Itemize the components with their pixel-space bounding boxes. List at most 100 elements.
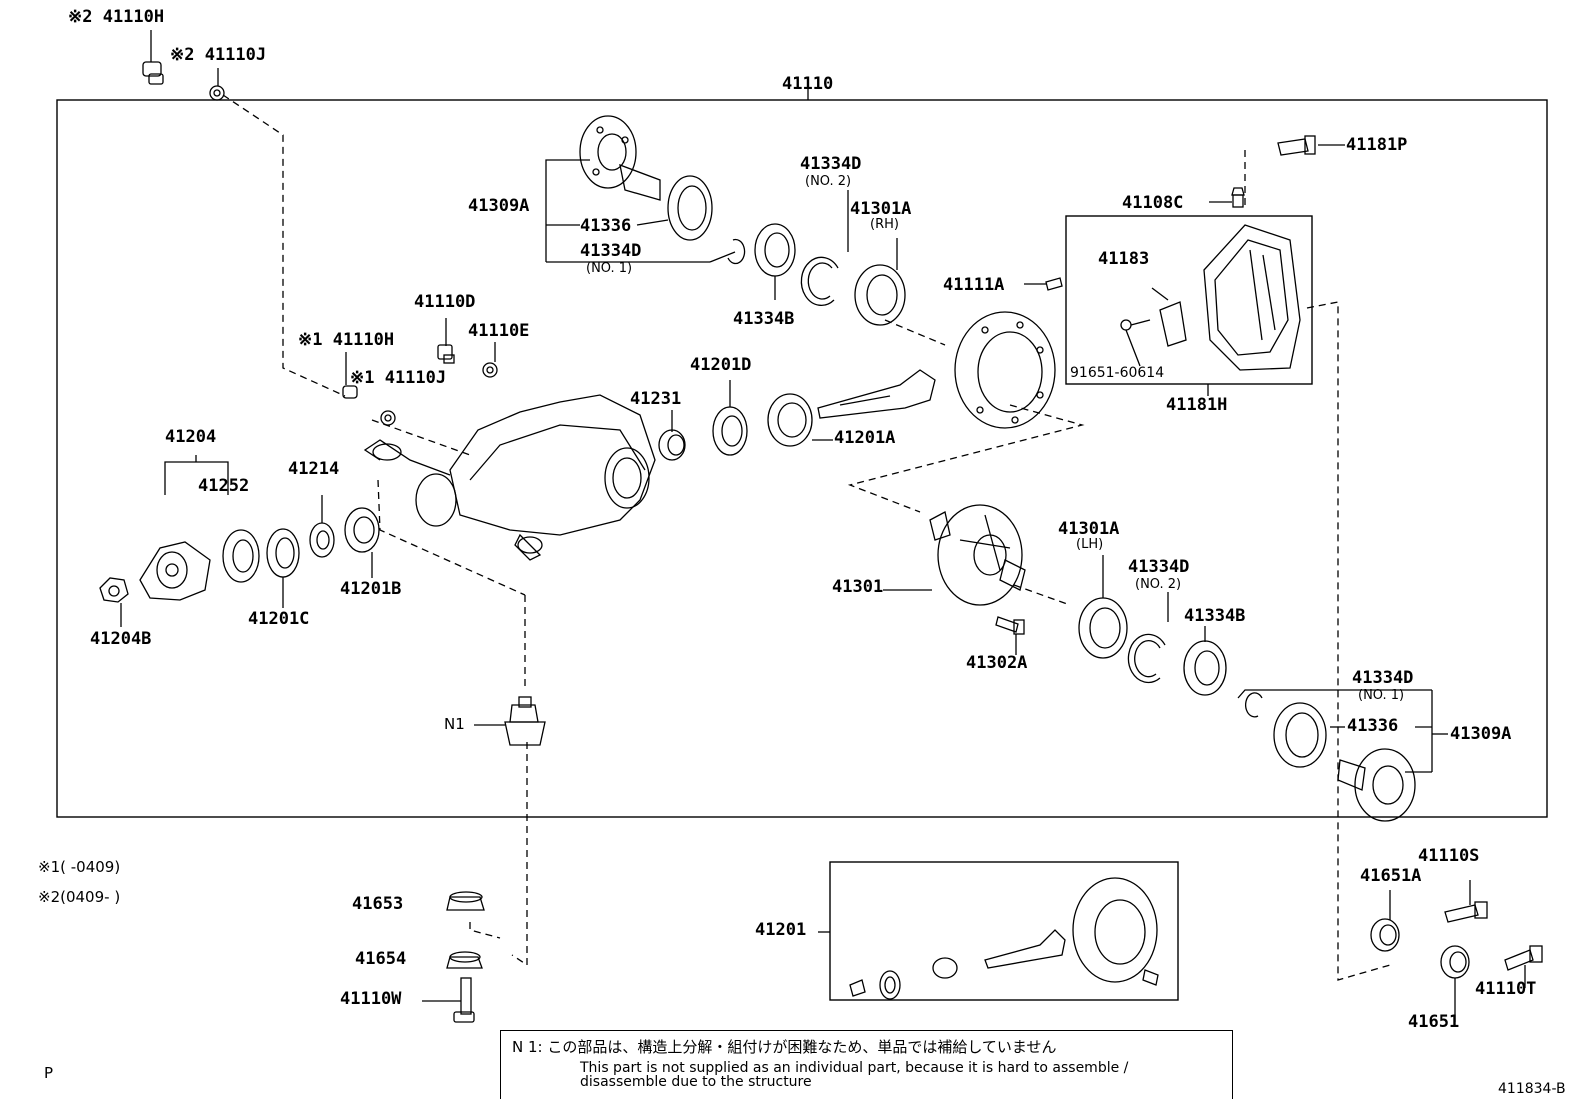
- label-41201A: 41201A: [834, 428, 896, 448]
- bolt-41110H-top: [142, 30, 164, 85]
- label-91651-60614: 91651-60614: [1070, 365, 1165, 381]
- carrier-housing-41110: [363, 394, 656, 561]
- bearing-41201B: [344, 507, 380, 578]
- figure-id: 411834-B: [1498, 1081, 1566, 1097]
- label-41302A: 41302A: [966, 653, 1028, 673]
- bolt-41110H-mid: [342, 352, 358, 399]
- label-41309A-left: 41309A: [468, 196, 530, 216]
- bolt-41302A: [995, 616, 1025, 655]
- plate-41183: [1151, 287, 1187, 347]
- label-41651A: 41651A: [1360, 866, 1422, 886]
- snap-ring-41334D-no1-top: [727, 238, 746, 265]
- washer-41201D: [712, 380, 748, 456]
- nut-41110J-top: [209, 68, 225, 101]
- ring-gear-set-contents: [818, 877, 1159, 1000]
- cushion-41654: [446, 951, 483, 969]
- footnote-2: ※2(0409- ): [38, 888, 121, 906]
- label-41110H-mid: ※1 41110H: [298, 330, 395, 350]
- flange-41309A-bottom: [1337, 748, 1416, 822]
- seal-41336-right: [1273, 702, 1327, 768]
- label-41309A-right: 41309A: [1450, 724, 1512, 744]
- label-41110S: 41110S: [1418, 846, 1480, 866]
- label-41336-right: 41336: [1347, 716, 1399, 736]
- label-41252: 41252: [198, 476, 250, 496]
- label-41110: 41110: [782, 74, 834, 94]
- bearing-41201A: [767, 393, 833, 447]
- sublabel-rh: (RH): [870, 217, 899, 232]
- label-41110T: 41110T: [1475, 979, 1537, 999]
- diff-case-41301: [883, 504, 1026, 606]
- bushing-41651: [1440, 945, 1470, 1022]
- screw-91651: [1120, 319, 1151, 367]
- ring-gear-set-inset-frame: [829, 861, 1179, 1001]
- label-41301: 41301: [832, 577, 884, 597]
- sublabel-no2-top: (NO. 2): [805, 174, 852, 189]
- leader-41309A-right: [1237, 689, 1448, 773]
- seal-41252: [222, 529, 260, 583]
- label-41334D-no2-top: 41334D: [800, 154, 862, 174]
- sublabel-no2-right: (NO. 2): [1135, 577, 1182, 592]
- bearing-41301A-lh: [1078, 555, 1128, 659]
- label-41108C: 41108C: [1122, 193, 1184, 213]
- label-41110H-top: ※2 41110H: [68, 7, 165, 27]
- bolt-41110W: [422, 977, 475, 1023]
- label-41231: 41231: [630, 389, 682, 409]
- label-41110J-mid: ※1 41110J: [350, 368, 447, 388]
- label-41334D-no1-right: 41334D: [1352, 668, 1414, 688]
- flange-41309A-top: [579, 115, 661, 201]
- bearing-41301A-rh: [854, 238, 906, 326]
- label-41651: 41651: [1408, 1012, 1460, 1032]
- label-41653: 41653: [352, 894, 404, 914]
- snap-ring-41334D-no2-top: [800, 190, 849, 307]
- label-41334D-no2-right: 41334D: [1128, 557, 1190, 577]
- leader-41204: [164, 455, 229, 495]
- plug-41111A: [1024, 277, 1063, 291]
- bolt-41110S: [1444, 880, 1488, 923]
- bushing-N1: [474, 696, 546, 746]
- label-41110W: 41110W: [340, 989, 402, 1009]
- sublabel-lh: (LH): [1076, 537, 1104, 552]
- sublabel-no1-left: (NO. 1): [586, 261, 633, 276]
- spacer-41214: [309, 495, 335, 558]
- note-box: [500, 1030, 1233, 1099]
- bushing-41651A: [1370, 890, 1400, 952]
- label-41301A-lh: 41301A: [1058, 519, 1120, 539]
- bolt-41181P: [1277, 135, 1345, 156]
- label-N1: N1: [444, 715, 465, 733]
- label-41301A-rh: 41301A: [850, 199, 912, 219]
- note-english-line2: disassemble due to the structure: [580, 1074, 812, 1090]
- label-41201C: 41201C: [248, 609, 310, 629]
- label-41334D-no1-left: 41334D: [580, 241, 642, 261]
- side-cover-body: [1203, 224, 1301, 371]
- snap-ring-41334D-no2-right: [1127, 592, 1169, 684]
- label-41181P: 41181P: [1346, 135, 1408, 155]
- side-cover-inset-frame: [1065, 215, 1313, 385]
- note-japanese: N 1: この部品は、構造上分解・組付けが困難なため、単品では補給していません: [512, 1038, 1057, 1056]
- nut-41110J-mid: [380, 410, 396, 426]
- breather-41108C: [1209, 187, 1245, 208]
- page-marker: P: [44, 1064, 54, 1082]
- leader-41309A-left: [545, 159, 736, 263]
- label-41214: 41214: [288, 459, 340, 479]
- cushion-41653: [446, 891, 485, 911]
- label-41110E: 41110E: [468, 321, 530, 341]
- note-english-line1: This part is not supplied as an individu…: [580, 1060, 1129, 1076]
- bearing-41334B-right: [1183, 626, 1227, 696]
- label-41201: 41201: [755, 920, 807, 940]
- label-41204: 41204: [165, 427, 217, 447]
- snap-ring-41334D-no1-right: [1244, 692, 1263, 718]
- label-41204B: 41204B: [90, 629, 152, 649]
- footnote-1: ※1( -0409): [38, 858, 121, 876]
- ring-gear-41201: [954, 311, 1056, 429]
- label-41654: 41654: [355, 949, 407, 969]
- bolt-41110D: [437, 318, 455, 364]
- nut-41110E: [482, 342, 498, 378]
- dashed-guides: [222, 94, 1391, 981]
- nut-41204B: [99, 577, 129, 627]
- bearing-41201C: [266, 528, 300, 608]
- spacer-41231: [658, 410, 686, 461]
- label-41111A: 41111A: [943, 275, 1005, 295]
- bearing-41334B-top: [754, 223, 796, 300]
